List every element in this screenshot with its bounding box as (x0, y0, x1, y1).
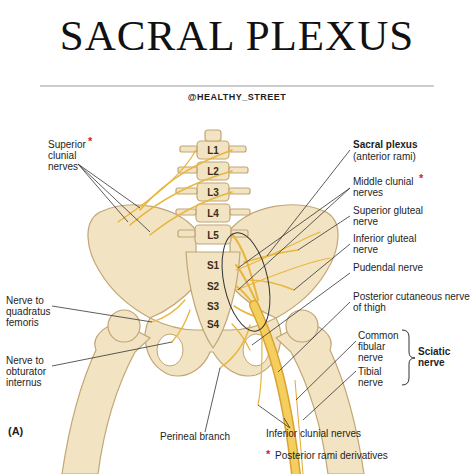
vertebra-label: L2 (198, 166, 228, 177)
nerve-label: Nerve to obturator internus (6, 355, 56, 388)
panel-letter: (A) (8, 426, 38, 437)
title-heading: SACRAL PLEXUS (0, 6, 474, 66)
femoral-head (108, 310, 140, 342)
transverse-process (229, 146, 246, 152)
nerve-label: Middle clunial nerves (353, 176, 428, 198)
nerve-label: Sciatic nerve (418, 346, 470, 368)
sacrum (186, 252, 240, 348)
nerve-label: Superior gluteal nerve (353, 205, 431, 227)
sciatic-trunk (254, 305, 296, 474)
femoral-head (286, 310, 318, 342)
vertebra (205, 130, 221, 141)
ilium-right (230, 205, 338, 318)
asterisk-mark: * (266, 449, 276, 460)
femur-left (62, 322, 150, 474)
vertebra (197, 141, 229, 159)
transverse-process (230, 209, 250, 215)
transverse-process (178, 230, 195, 237)
vertebra-label: S1 (198, 260, 228, 271)
vertebra-label: S2 (198, 281, 228, 292)
structure-note: (anterior rami) (353, 151, 463, 162)
obturator-foramen (157, 334, 183, 366)
vertebra-label: L1 (198, 145, 228, 156)
vertebra-label: L4 (198, 208, 228, 219)
nerves (118, 150, 330, 420)
nerve-label: Pudendal nerve (353, 262, 431, 273)
nerve-label: Nerve to quadratus femoris (6, 295, 56, 328)
vertebra-label: S3 (198, 301, 228, 312)
asterisk-mark: * (419, 173, 429, 184)
vertebra-label: L5 (198, 230, 228, 241)
nerve-label: Perineal branch (160, 431, 260, 442)
nerve-label: Inferior clunial nerves (266, 428, 406, 439)
plexus-outline (214, 229, 278, 336)
transverse-process (229, 188, 250, 194)
asterisk-mark: * (88, 136, 98, 147)
sciatic-bracket (402, 330, 415, 385)
vertebra-label: S4 (198, 319, 228, 330)
sciatic-trunk (254, 305, 296, 474)
vertebra-label: L3 (198, 187, 228, 198)
nerve-label: Posterior cutaneous nerve of thigh (353, 291, 471, 313)
handle-text: @HEALTHY_STREET (137, 92, 337, 103)
transverse-process (229, 167, 248, 173)
divider-line (40, 86, 434, 87)
transverse-process (180, 146, 197, 152)
footnote-text: Posterior rami derivatives (275, 450, 435, 461)
vertebra (196, 204, 230, 222)
nerve-label: Inferior gluteal nerve (353, 233, 431, 255)
ilium-left (88, 205, 196, 318)
leader-lines (52, 150, 356, 432)
structure-label: Sacral plexus (353, 139, 463, 150)
nerve-label: Tibial nerve (358, 366, 408, 388)
vertebra (195, 225, 231, 244)
bones (62, 130, 364, 474)
nerve-label: Common fibular nerve (358, 330, 408, 363)
